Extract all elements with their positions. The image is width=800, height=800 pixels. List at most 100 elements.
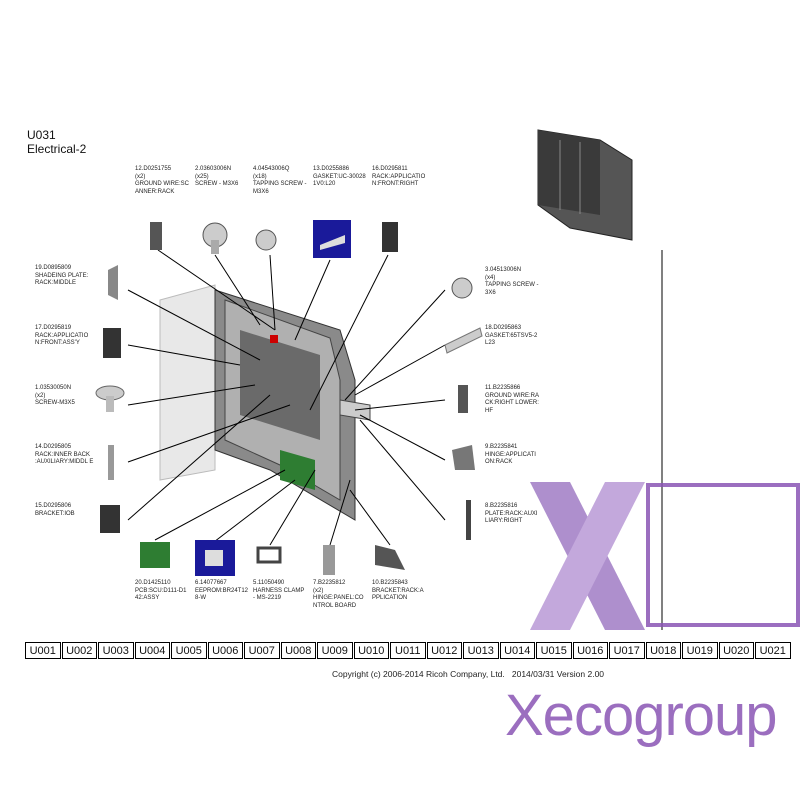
part-number: 10.B2235843 — [372, 580, 408, 586]
gasket-highlight-box — [313, 220, 351, 258]
tab-u006[interactable]: U006 — [207, 642, 243, 659]
page-code: U031 — [27, 128, 56, 142]
tab-u007[interactable]: U007 — [244, 642, 280, 659]
tab-u019[interactable]: U019 — [682, 642, 718, 659]
tab-u017[interactable]: U017 — [609, 642, 645, 659]
part-name: PLATE:RACK:AUXI LIARY:RIGHT — [485, 510, 538, 525]
rack-front-assy-icon — [103, 328, 121, 358]
part-label-4[interactable]: 4.04543006Q(x18)TAPPING SCREW - M3X6 — [253, 166, 307, 196]
tab-u001[interactable]: U001 — [25, 642, 61, 659]
part-name: GROUND WIRE:SC ANNER:RACK — [135, 181, 189, 195]
page-title: Electrical-2 — [27, 142, 87, 156]
part-number: 19.D0895809 — [35, 265, 72, 271]
tab-u012[interactable]: U012 — [426, 642, 462, 659]
part-number: 7.B2235812 — [313, 580, 346, 586]
harness-clamp-icon — [256, 546, 282, 564]
tab-u015[interactable]: U015 — [536, 642, 572, 659]
watermark-text: Xecogroup — [505, 683, 778, 748]
part-name: TAPPING SCREW - 3X6 — [485, 282, 539, 296]
part-number: 13.D0255886 — [313, 166, 350, 172]
tab-u018[interactable]: U018 — [645, 642, 681, 659]
tab-u021[interactable]: U021 — [755, 642, 791, 659]
part-label-7[interactable]: 7.B2235812(x2)HINGE:PANEL:CO NTROL BOARD — [313, 580, 367, 610]
shading-plate-icon — [108, 265, 118, 300]
part-name: TAPPING SCREW - M3X6 — [253, 181, 307, 195]
part-number: 14.D0295805 — [35, 444, 72, 450]
tab-u002[interactable]: U002 — [61, 642, 97, 659]
part-name: HINGE:PANEL:CO NTROL BOARD — [313, 595, 364, 609]
part-label-1[interactable]: 1.03530050N(x2)SCREW-M3X5 — [35, 385, 97, 408]
part-name: RACK:APPLICATIO N:FRONT:ASS'Y — [35, 332, 89, 347]
part-number: 18.D0295863 — [485, 325, 522, 331]
rack-inner-back-icon — [108, 445, 114, 480]
version-text: 2014/03/31 Version 2.00 — [511, 669, 605, 679]
part-number: 4.04543006Q — [253, 166, 290, 172]
hinge-panel-icon — [323, 545, 335, 575]
part-number: 9.B2235841 — [485, 444, 518, 450]
tab-u004[interactable]: U004 — [134, 642, 170, 659]
tab-u011[interactable]: U011 — [390, 642, 426, 659]
part-name: GROUND WIRE:RA CK:RIGHT LOWER: HF — [485, 392, 539, 414]
part-name: EEPROM:BR24T12 8-W — [195, 587, 249, 602]
part-number: 8.B2235816 — [485, 503, 518, 509]
tab-u010[interactable]: U010 — [353, 642, 389, 659]
part-number: 3.04513006N — [485, 267, 522, 273]
part-qty: (x18) — [253, 173, 267, 180]
assembly-thumbnail — [537, 129, 633, 241]
tapping-screw-icon — [255, 229, 277, 251]
bracket-rack-icon — [375, 545, 405, 570]
part-name: SCREW-M3X5 — [35, 400, 75, 406]
part-number: 5.11050490 — [253, 580, 285, 586]
copyright: Copyright (c) 2006-2014 Ricoh Company, L… — [332, 669, 604, 679]
part-number: 2.03603006N — [195, 166, 232, 172]
part-number: 11.B2235866 — [485, 385, 521, 391]
part-name: GASKET:65TSV5-2 L23 — [485, 332, 538, 347]
tab-u020[interactable]: U020 — [718, 642, 754, 659]
part-number: 15.D0295806 — [35, 503, 72, 509]
part-name: SHADEING PLATE: RACK:MIDDLE — [35, 272, 89, 287]
part-number: 1.03530050N — [35, 385, 72, 391]
part-label-3[interactable]: 3.04513006N(x4)TAPPING SCREW - 3X6 — [485, 267, 547, 297]
gasket-icon — [444, 327, 483, 354]
plate-rack-right-icon — [466, 500, 471, 540]
rack-front-right-icon — [382, 222, 398, 252]
part-name: BRACKET:RACK:A PPLICATION — [372, 587, 424, 602]
part-name: HINGE:APPLICATI ON:RACK — [485, 451, 536, 466]
part-number: 6.14077667 — [195, 580, 227, 586]
tab-u016[interactable]: U016 — [572, 642, 608, 659]
part-number: 12.D0251755 — [135, 166, 172, 172]
tab-u014[interactable]: U014 — [499, 642, 535, 659]
tab-u003[interactable]: U003 — [98, 642, 134, 659]
bracket-iob-icon — [100, 505, 120, 533]
part-name: BRACKET:IOB — [35, 510, 75, 517]
tab-u008[interactable]: U008 — [280, 642, 316, 659]
part-name: GASKET:UC-30028 1V0:L20 — [313, 173, 366, 188]
ground-wire-right-icon — [458, 385, 468, 413]
part-label-2[interactable]: 2.03603006N(x25)SCREW - M3X6 — [195, 166, 249, 189]
part-name: RACK:INNER BACK :AUXILIARY:MIDDL E — [35, 451, 94, 466]
copyright-text: Copyright (c) 2006-2014 Ricoh Company, L… — [332, 669, 505, 679]
tab-u005[interactable]: U005 — [171, 642, 207, 659]
part-label-12[interactable]: 12.D0251755(x2)GROUND WIRE:SC ANNER:RACK — [135, 166, 189, 196]
tab-u009[interactable]: U009 — [317, 642, 353, 659]
leader-lines — [127, 249, 446, 546]
part-qty: (x2) — [35, 392, 46, 399]
part-name: HARNESS CLAMP - MS-2219 — [253, 587, 305, 602]
tab-u013[interactable]: U013 — [463, 642, 499, 659]
